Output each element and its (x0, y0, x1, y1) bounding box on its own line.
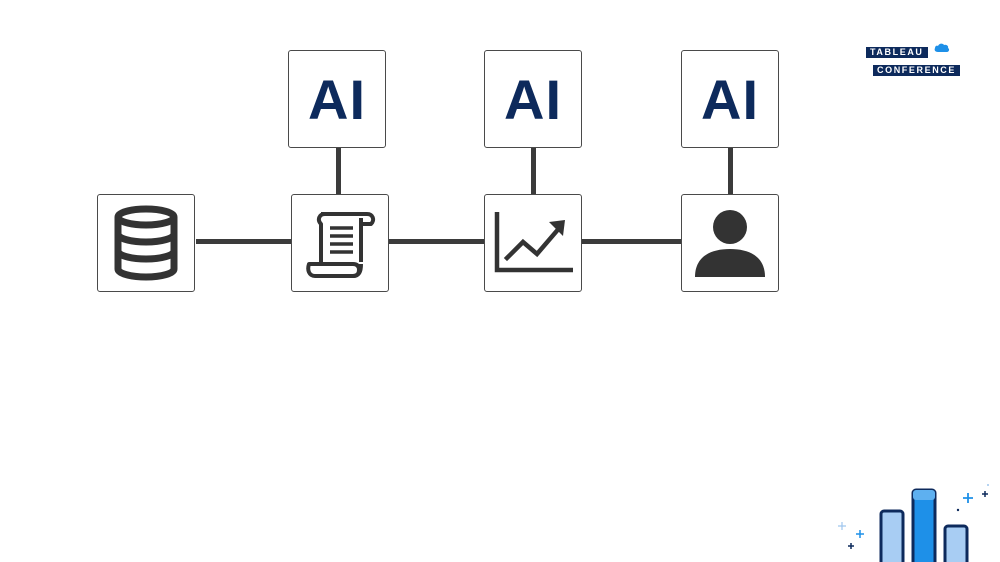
salesforce-cloud-icon (934, 43, 950, 52)
logo-line-1: TABLEAU (866, 47, 928, 58)
ai-box-2: AI (484, 50, 582, 148)
connector-ai-3 (728, 148, 733, 194)
connector-flow-3 (582, 239, 682, 244)
connector-ai-1 (336, 148, 341, 194)
logo-line-2: CONFERENCE (873, 65, 961, 76)
sparkle-decorations (838, 484, 989, 549)
database-icon (114, 205, 178, 281)
ai-box-1: AI (288, 50, 386, 148)
document-box (291, 194, 389, 292)
ai-label: AI (701, 67, 759, 131)
bar-columns (879, 488, 969, 562)
chart-box (484, 194, 582, 292)
ai-label: AI (504, 67, 562, 131)
user-box (681, 194, 779, 292)
scroll-document-icon (306, 212, 376, 278)
ai-label: AI (308, 67, 366, 131)
trend-chart-icon (494, 212, 573, 273)
decorative-bar-graphic (838, 484, 989, 562)
ai-box-3: AI (681, 50, 779, 148)
tableau-conference-logo: TABLEAU CONFERENCE (866, 42, 961, 78)
database-box (97, 194, 195, 292)
user-icon (695, 210, 765, 277)
connector-ai-2 (531, 148, 536, 194)
connector-flow-1 (196, 239, 292, 244)
connector-flow-2 (389, 239, 485, 244)
